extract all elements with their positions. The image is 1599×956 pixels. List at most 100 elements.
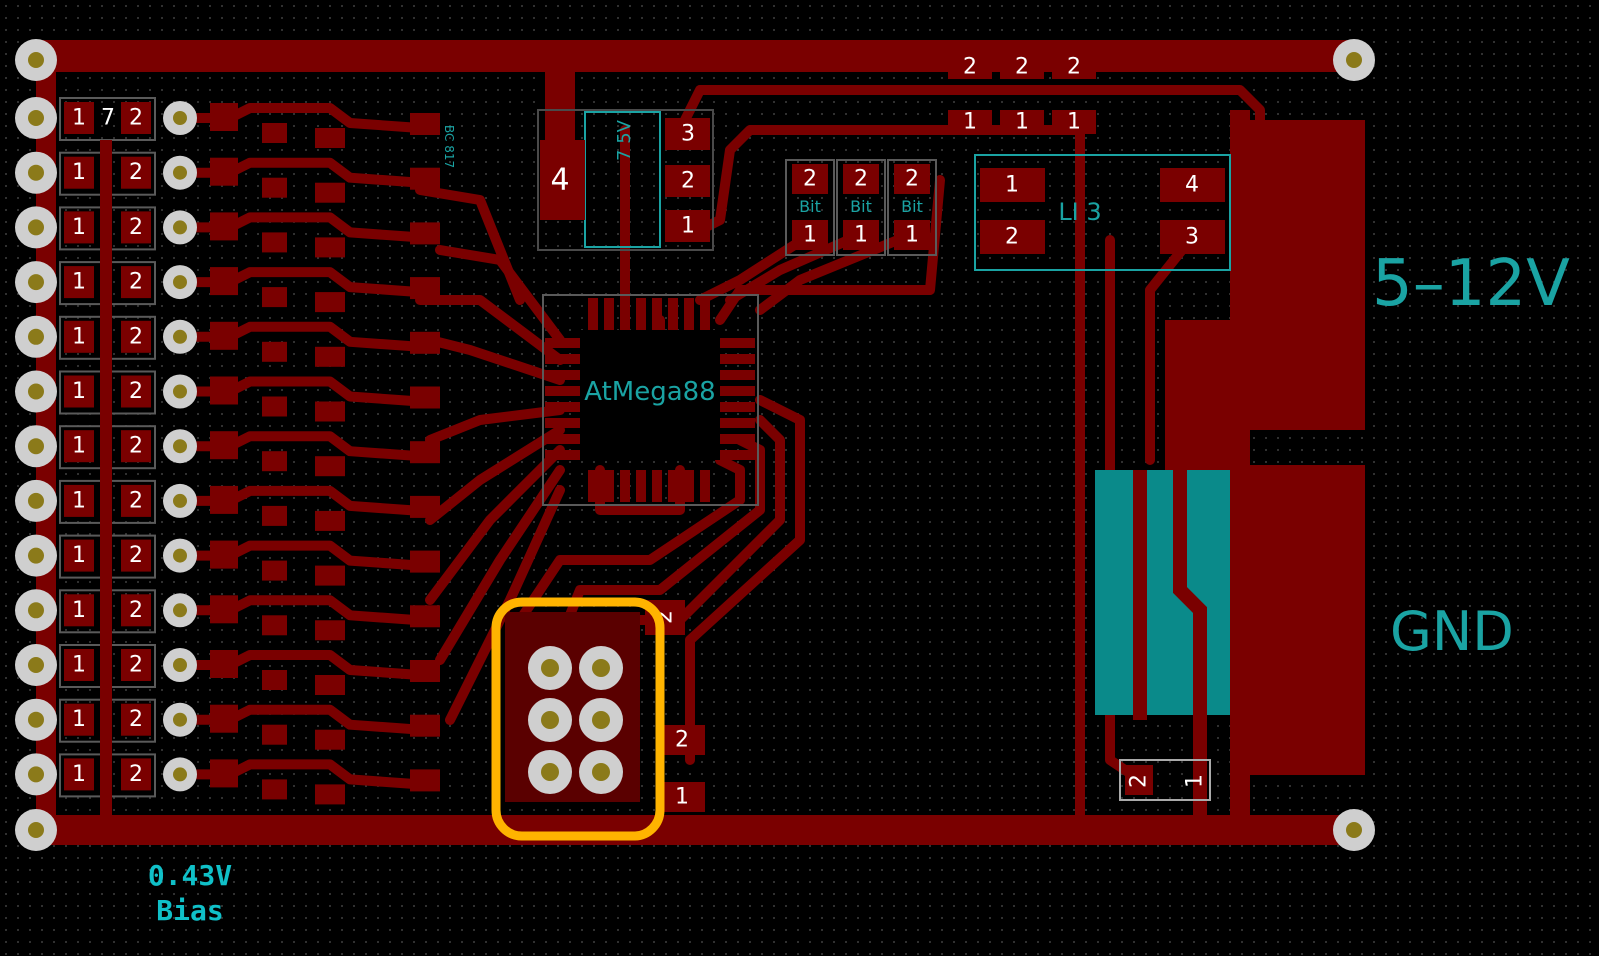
smd-pad xyxy=(210,595,238,624)
programming-header[interactable] xyxy=(491,597,665,841)
mcu-pin xyxy=(636,298,646,330)
top-res-pad xyxy=(1000,55,1044,79)
smd-pad xyxy=(210,650,238,678)
transistor-pad xyxy=(410,769,440,792)
mcu-chip: AtMega88 xyxy=(542,294,759,506)
transistor-pad xyxy=(315,237,345,258)
transistor-pad xyxy=(410,660,440,682)
connector-hole xyxy=(28,438,44,455)
bit-led-label: Bit xyxy=(901,197,923,216)
transistor-pad xyxy=(410,714,440,737)
overlay-traces xyxy=(1133,460,1207,820)
smd-pad xyxy=(210,485,238,514)
pad-label-1: 1 xyxy=(72,598,86,623)
reg-pad-4: 4 xyxy=(550,163,569,198)
mcu-pin xyxy=(668,298,678,330)
connector-hole xyxy=(28,766,44,783)
bit-led-pad xyxy=(792,220,828,250)
smd-pad xyxy=(210,103,238,131)
voltage-label: 5–12V xyxy=(1372,247,1570,321)
side-component: 1 2 4 3 LI 3 xyxy=(974,154,1231,271)
smd-pad xyxy=(210,540,238,569)
transistor-label: BC 817 xyxy=(442,125,456,168)
mcu-pin xyxy=(684,298,694,330)
mcu-pin xyxy=(700,298,710,330)
connector-hole xyxy=(28,547,44,564)
transistor-pad xyxy=(410,550,440,573)
bit-led-outline xyxy=(887,159,937,256)
smd-pad xyxy=(210,321,238,350)
connector-hole xyxy=(28,383,44,400)
side-pad-2: 2 xyxy=(1005,225,1019,250)
reg-pad-3: 3 xyxy=(681,122,695,147)
pad-label-2: 2 xyxy=(129,653,143,678)
pad-label-2: 2 xyxy=(129,106,143,131)
transistor-pad xyxy=(410,605,440,628)
top-res-label-2: 2 xyxy=(963,55,977,80)
mcu-pin xyxy=(545,354,580,364)
pad-label-2: 2 xyxy=(129,379,143,404)
smd-pad xyxy=(262,396,287,417)
bit-led-pad-1: 1 xyxy=(803,223,817,248)
mcu-pin xyxy=(720,338,755,348)
led-hole xyxy=(173,329,187,344)
mcu-pin xyxy=(668,470,678,502)
connector-hole xyxy=(28,274,44,291)
connector-hole xyxy=(28,110,44,126)
smd-pad xyxy=(262,451,287,472)
resistor-pad xyxy=(64,484,94,517)
mcu-pin xyxy=(720,434,755,444)
resistor-pad xyxy=(121,539,151,572)
side-pad-1: 1 xyxy=(1005,173,1019,198)
header-hole xyxy=(541,711,559,729)
resistor-pad xyxy=(64,320,94,353)
cap-pad-2: 2 xyxy=(675,728,689,753)
resistor-pad xyxy=(64,649,94,681)
smd-pad xyxy=(210,157,238,186)
led-hole xyxy=(173,220,187,235)
mcu-pin xyxy=(620,470,630,502)
smd-pad xyxy=(210,267,238,296)
mcu-pin xyxy=(700,470,710,502)
pad-label-2: 2 xyxy=(129,434,143,459)
resistor-pad xyxy=(121,375,151,408)
mcu-pin xyxy=(545,434,580,444)
pad-label-2: 2 xyxy=(129,707,143,732)
mcu-pin xyxy=(545,338,580,348)
side-part-label: LI 3 xyxy=(1058,198,1101,226)
led-hole xyxy=(173,165,187,180)
connector-hole xyxy=(28,711,44,728)
transistor-pad xyxy=(315,128,345,148)
led-hole xyxy=(173,658,187,672)
pad-label-2: 2 xyxy=(129,215,143,240)
transistor-pad xyxy=(315,620,345,641)
mcu-pin xyxy=(720,370,755,380)
smd-pad xyxy=(262,123,287,143)
transistor-pad xyxy=(315,729,345,750)
pad-label-1: 1 xyxy=(72,488,86,513)
led-hole xyxy=(173,384,187,399)
top-res-pad xyxy=(948,110,992,134)
connector-hole xyxy=(28,328,44,345)
smd-pad xyxy=(210,376,238,405)
transistor-pad xyxy=(410,113,440,135)
top-res-label-1: 1 xyxy=(1067,110,1081,135)
transistor-pad xyxy=(315,784,345,805)
side-pad-3: 3 xyxy=(1185,225,1199,250)
resistor-pad xyxy=(121,156,151,189)
mcu-pin xyxy=(604,470,614,502)
led-hole xyxy=(173,111,187,125)
highlight-box xyxy=(491,597,665,841)
bit-led-pad xyxy=(843,220,879,250)
pad-label-2: 2 xyxy=(129,762,143,787)
smd-pad xyxy=(210,212,238,241)
resistor-pad xyxy=(64,703,94,736)
mcu-pin xyxy=(588,298,598,330)
power-pads xyxy=(1165,110,1365,830)
transistor-pad xyxy=(315,565,345,586)
resistor-pad xyxy=(64,539,94,572)
led-hole xyxy=(173,493,187,508)
resistor-pad xyxy=(121,430,151,463)
led-hole xyxy=(173,767,187,782)
